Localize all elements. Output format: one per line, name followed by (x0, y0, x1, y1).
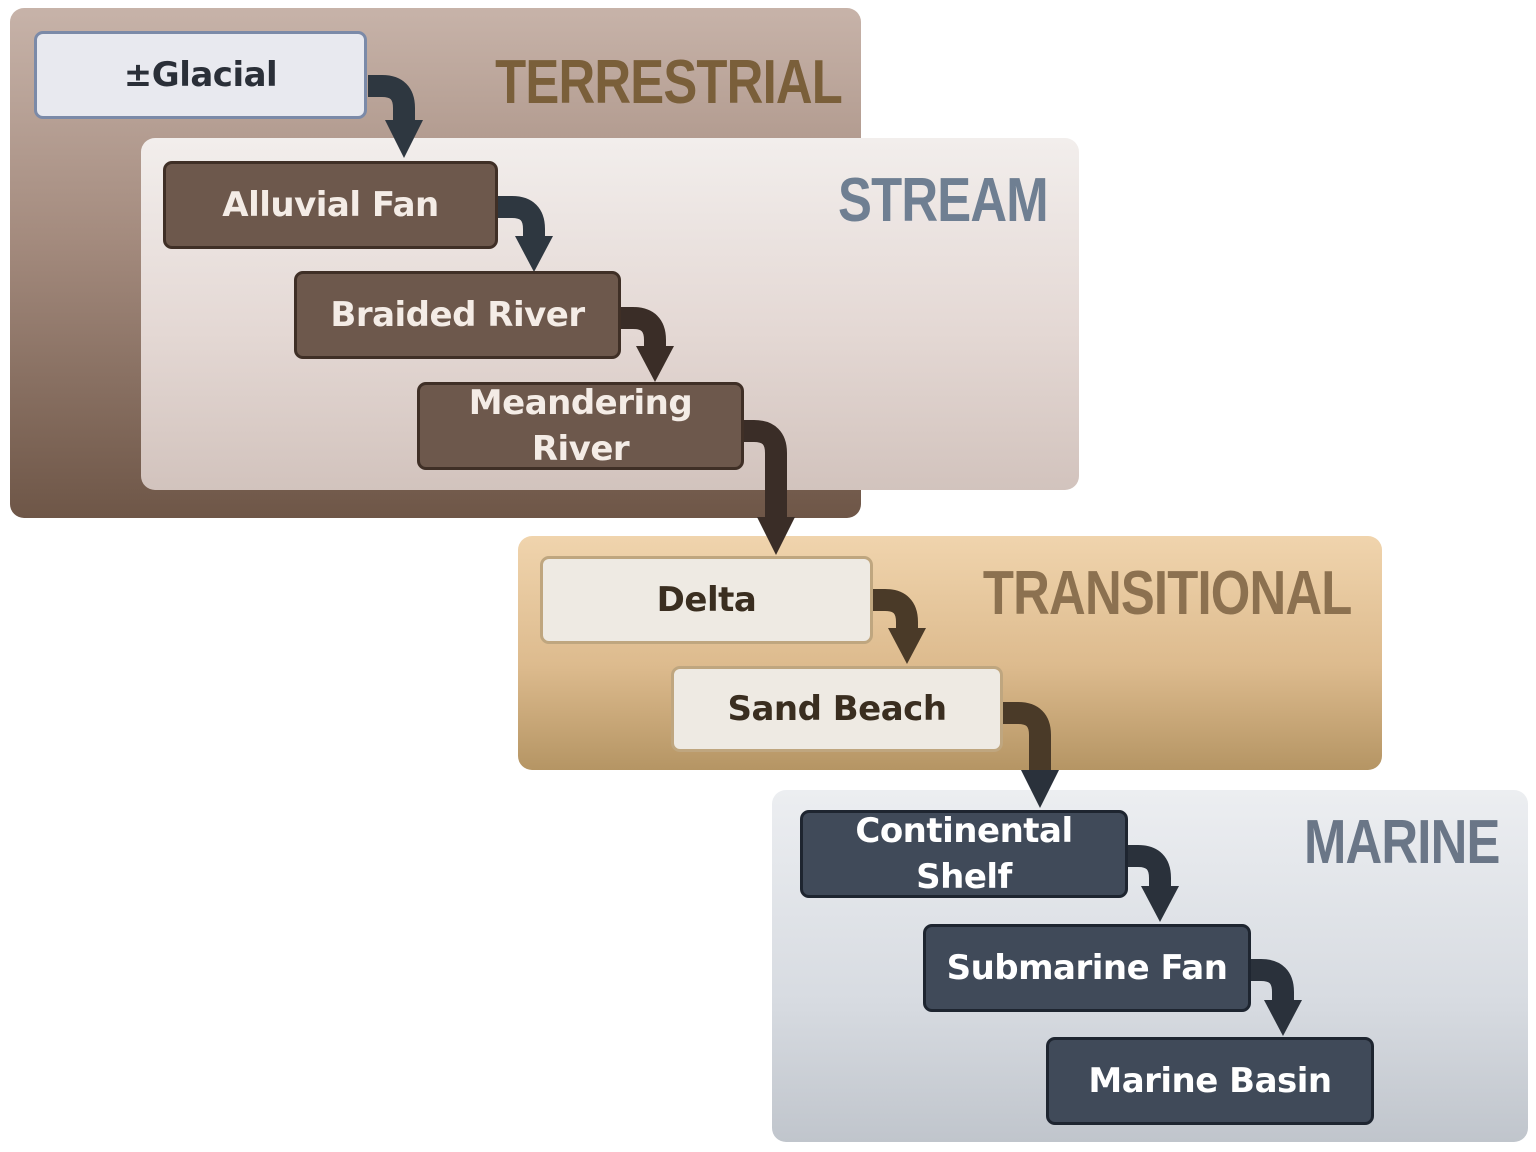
alluvial-fan-node: Alluvial Fan (163, 161, 498, 249)
marine-basin-node: Marine Basin (1046, 1037, 1374, 1125)
glacial-node: ±Glacial (34, 31, 367, 119)
sand-beach-node: Sand Beach (671, 666, 1003, 752)
terrestrial-title: TERRESTRIAL (495, 48, 843, 117)
transitional-title: TRANSITIONAL (983, 559, 1352, 628)
marine-title: MARINE (1304, 808, 1500, 877)
braided-river-node: Braided River (294, 271, 621, 359)
submarine-fan-node: Submarine Fan (923, 924, 1251, 1012)
delta-node: Delta (540, 556, 873, 644)
stream-title: STREAM (838, 166, 1049, 235)
continental-shelf-node: Continental Shelf (800, 810, 1128, 898)
meandering-river-node: Meandering River (417, 382, 744, 470)
